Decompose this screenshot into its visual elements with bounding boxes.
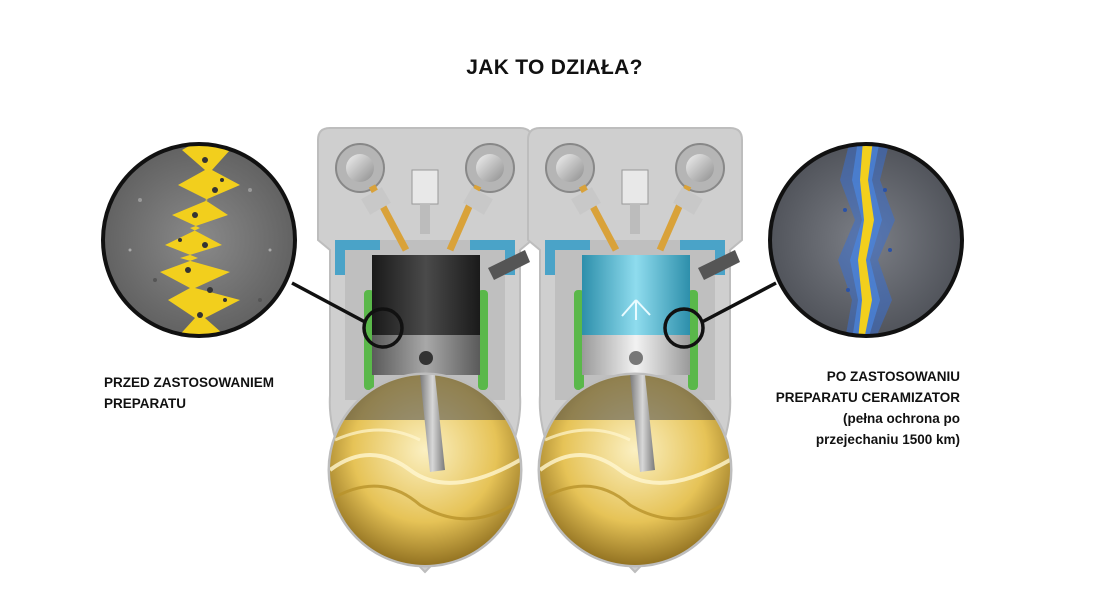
- zoom-circle-after: [768, 142, 964, 338]
- before-caption: PRZED ZASTOSOWANIEM PREPARATU: [104, 372, 274, 414]
- after-caption-line4: przejechaniu 1500 km): [815, 432, 960, 447]
- page-title: JAK TO DZIAŁA?: [466, 56, 643, 79]
- connector-line-left: [291, 281, 366, 324]
- after-caption: PO ZASTOSOWANIU PREPARATU CERAMIZATOR (p…: [776, 366, 960, 450]
- before-caption-line2: PREPARATU: [104, 396, 187, 411]
- after-caption-line2: PREPARATU CERAMIZATOR: [775, 390, 960, 405]
- engine-after: [527, 127, 743, 574]
- connector-line-right: [701, 281, 777, 324]
- engine-before: [317, 127, 533, 574]
- before-caption-line1: PRZED ZASTOSOWANIEM: [104, 375, 275, 390]
- after-caption-line1: PO ZASTOSOWANIU: [826, 369, 960, 384]
- after-caption-line3: (pełna ochrona po: [842, 411, 960, 426]
- zoom-circle-before: [101, 142, 297, 338]
